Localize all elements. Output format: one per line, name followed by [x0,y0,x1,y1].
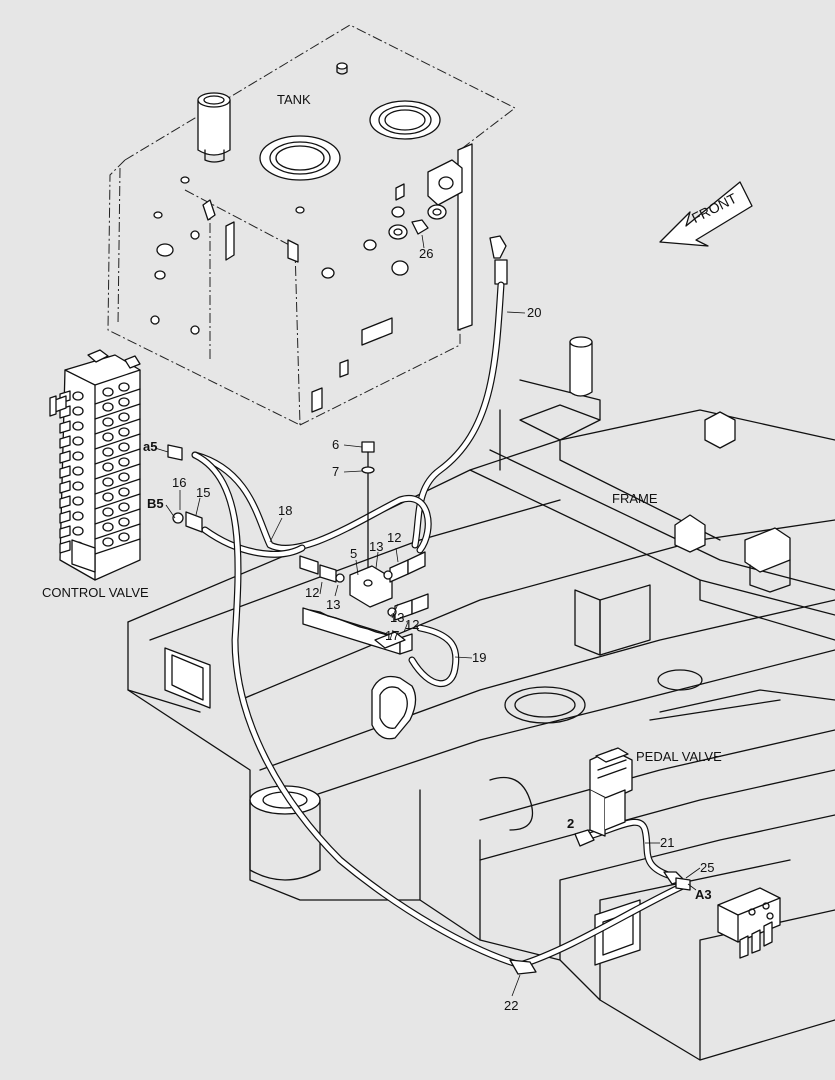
pedal-valve-body [589,747,633,837]
valve-spool-port [72,466,84,476]
valve-spool-port [72,391,84,401]
valve-spool-port [102,477,114,487]
valve-spool-end [59,540,71,554]
callout-20: 20 [527,305,542,320]
callout-26: 26 [419,246,434,261]
valve-block-a3 [717,887,781,959]
hoses [191,281,689,969]
valve-spool-end [59,495,71,509]
port-2-label: 2 [567,816,575,831]
valve-spool-port [102,492,114,502]
valve-spool-port [118,487,130,497]
valve-spool-port [102,522,114,532]
valve-spool-port [102,432,114,442]
valve-spool-port [72,511,84,521]
callout-7: 7 [332,464,340,479]
control-valve-body [49,349,141,581]
port-a3-label: A3 [695,887,712,902]
fittings [167,441,691,975]
leader-lines [154,234,701,997]
valve-spool-port [118,457,130,467]
valve-spool-port [102,507,114,517]
callout-13-b: 13 [326,597,341,612]
callout-18: 18 [278,503,293,518]
valve-spool-port [118,412,130,422]
valve-spool-port [72,451,84,461]
valve-spool-port [118,532,130,542]
hydraulic-tank [107,24,516,426]
valve-spool-end [59,420,71,434]
valve-spool-port [72,526,84,536]
callout-25: 25 [700,860,715,875]
valve-spool-port [102,417,114,427]
callout-5: 5 [350,546,358,561]
pedal-valve-label: PEDAL VALVE [636,749,722,764]
valve-spool-port [102,402,114,412]
callout-16: 16 [172,475,187,490]
front-arrow-icon [659,181,753,247]
valve-spool-port [118,442,130,452]
valve-spool-port [72,496,84,506]
valve-spool-port [72,406,84,416]
callout-22: 22 [504,998,519,1013]
valve-spool-end [59,450,71,464]
valve-spool-port [118,472,130,482]
callout-6: 6 [332,437,340,452]
frame-structure [127,336,835,1061]
callout-12-b: 12 [305,585,320,600]
callout-12-a: 12 [387,530,402,545]
valve-spool-port [102,462,114,472]
valve-spool-end [59,465,71,479]
valve-spool-port [118,397,130,407]
valve-spool-port [102,537,114,547]
callout-12-c: 12 [405,617,420,632]
valve-spool-end [59,435,71,449]
callout-17: 17 [385,628,400,643]
valve-spool-port [118,502,130,512]
valve-spool-port [72,421,84,431]
valve-spool-port [102,387,114,397]
valve-spool-port [118,427,130,437]
callout-13-a: 13 [369,539,384,554]
callout-19: 19 [472,650,487,665]
valve-spool-end [59,480,71,494]
tank-label: TANK [277,92,311,107]
frame-label: FRAME [612,491,658,506]
valve-spool-port [72,481,84,491]
valve-spool-port [118,517,130,527]
callout-21: 21 [660,835,675,850]
valve-spool-port [72,436,84,446]
callout-15: 15 [196,485,211,500]
callout-13-c: 13 [390,610,405,625]
valve-spool-end [59,510,71,524]
valve-spool-port [118,382,130,392]
valve-spool-end [59,525,71,539]
port-a5-label: a5 [143,439,158,454]
valve-spool-port [102,447,114,457]
port-b5-label: B5 [147,496,164,511]
control-valve-label: CONTROL VALVE [42,585,149,600]
